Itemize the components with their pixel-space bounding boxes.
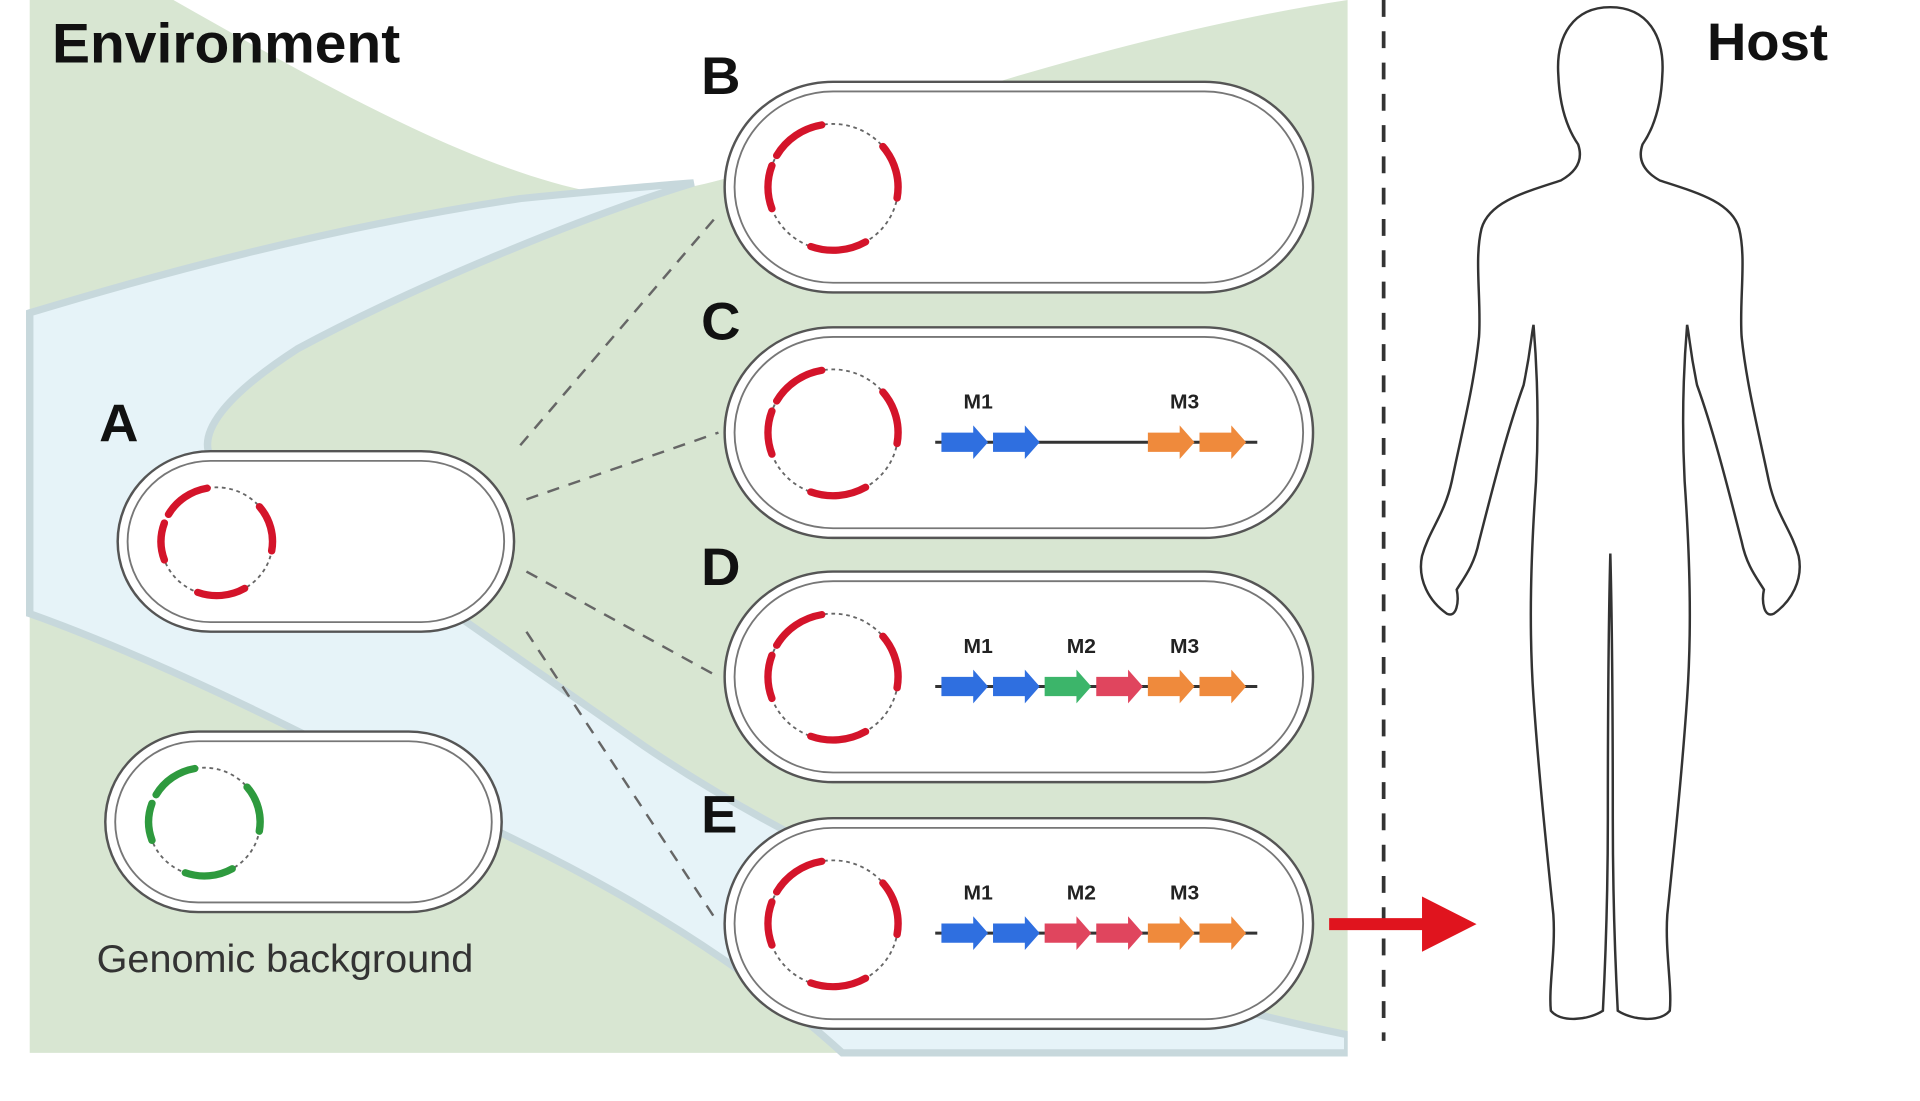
gene-arrow-red <box>1096 916 1143 950</box>
connections <box>519 213 720 925</box>
cell-label: B <box>701 47 740 106</box>
cell-label: A <box>99 394 138 453</box>
plasmid-gene-arc <box>879 142 902 202</box>
module-label: M3 <box>1170 635 1199 658</box>
red-plasmid-icon <box>764 366 902 500</box>
gene-arrow-blue <box>941 916 989 950</box>
cell-inner-membrane <box>126 459 506 623</box>
host-title: Host <box>1707 13 1828 72</box>
plasmid-gene-arc <box>764 651 776 703</box>
genomic-background-caption: Genomic background <box>97 939 474 981</box>
cell-inner-membrane <box>114 740 493 904</box>
gene-arrow-orange <box>1147 425 1195 460</box>
connection-a-to-d <box>525 570 720 678</box>
transfer-arrow-head <box>1422 896 1477 952</box>
cell-inner-membrane <box>733 826 1305 1021</box>
plasmid-gene-arc <box>193 584 249 600</box>
cell-label: D <box>701 537 740 596</box>
gene-arrow-orange <box>1147 669 1195 704</box>
plasmid-gene-arc <box>807 974 870 991</box>
cell-inner-membrane <box>733 90 1305 284</box>
module-label: M3 <box>1170 391 1199 414</box>
green-plasmid-icon <box>144 764 264 880</box>
plasmid-gene-arc <box>152 764 199 799</box>
connection-a-to-b <box>519 213 720 446</box>
plasmid-gene-arc <box>181 865 236 880</box>
cell-outer-membrane <box>723 80 1315 294</box>
module-label: M2 <box>1067 882 1096 905</box>
gene-arrow-red <box>1096 669 1143 704</box>
bacterial-cell-genomic <box>104 730 503 914</box>
gene-arrow-green <box>1044 669 1092 704</box>
plasmid-gene-arc <box>807 483 870 500</box>
plasmid-gene-arc <box>764 407 776 458</box>
gene-arrow-orange <box>1199 916 1247 950</box>
plasmid-gene-arc <box>764 898 776 949</box>
module-label: M3 <box>1170 882 1199 905</box>
transfer-arrow <box>1329 896 1477 952</box>
connection-a-to-c <box>526 431 719 501</box>
cell-inner-membrane <box>733 580 1305 774</box>
gene-arrow-blue <box>993 916 1040 950</box>
gene-arrow-blue <box>993 425 1040 460</box>
gene-arrow-orange <box>1199 425 1247 460</box>
plasmid-gene-arc <box>144 799 156 844</box>
plasmid-gene-arc <box>772 121 826 160</box>
module-label: M1 <box>964 391 993 414</box>
plasmid-gene-arc <box>807 238 870 254</box>
cell-outer-membrane <box>116 450 516 633</box>
cell-label: E <box>701 785 737 844</box>
plasmid-gene-arc <box>164 484 211 519</box>
cell-label: C <box>701 292 740 351</box>
red-plasmid-icon <box>764 121 902 254</box>
plasmid-gene-arc <box>764 161 776 213</box>
gene-arrow-blue <box>941 669 989 704</box>
cell-outer-membrane <box>104 730 503 914</box>
gene-arrow-orange <box>1147 916 1195 950</box>
human-silhouette-icon <box>1419 6 1801 1021</box>
cell-inner-membrane <box>733 336 1305 530</box>
gene-arrow-blue <box>993 669 1040 704</box>
plasmid-gene-arc <box>879 388 902 448</box>
red-plasmid-icon <box>764 857 902 991</box>
plasmid-gene-arc <box>772 366 826 405</box>
plasmid-gene-arc <box>772 611 826 649</box>
module-label: M1 <box>964 635 993 658</box>
plasmid-gene-arc <box>157 519 169 564</box>
module-label: M1 <box>964 882 993 905</box>
red-plasmid-icon <box>157 484 277 600</box>
connection-a-to-e <box>525 631 720 925</box>
bacterial-cell-a: A <box>99 394 516 633</box>
red-plasmid-icon <box>764 611 902 744</box>
gene-arrow-blue <box>941 425 989 460</box>
plasmid-gene-arc <box>807 727 870 744</box>
gene-arrow-red <box>1044 916 1092 950</box>
gene-arrow-orange <box>1199 669 1247 704</box>
plasmid-gene-arc <box>243 783 264 835</box>
bacterial-cell-b: B <box>701 47 1315 294</box>
plasmid-gene-arc <box>879 632 902 692</box>
plasmid-gene-arc <box>879 879 902 939</box>
environment-sky <box>173 0 1348 194</box>
plasmid-gene-arc <box>772 857 826 896</box>
bacterial-cell-c: C M1 M3 <box>701 292 1315 540</box>
bacterial-cell-e: E M1 M2 M3 <box>701 785 1315 1031</box>
plasmid-gene-arc <box>255 503 277 555</box>
bacterial-cell-d: D M1 M2 M3 <box>701 537 1315 784</box>
environment-title: Environment <box>52 12 400 74</box>
module-label: M2 <box>1067 635 1096 658</box>
